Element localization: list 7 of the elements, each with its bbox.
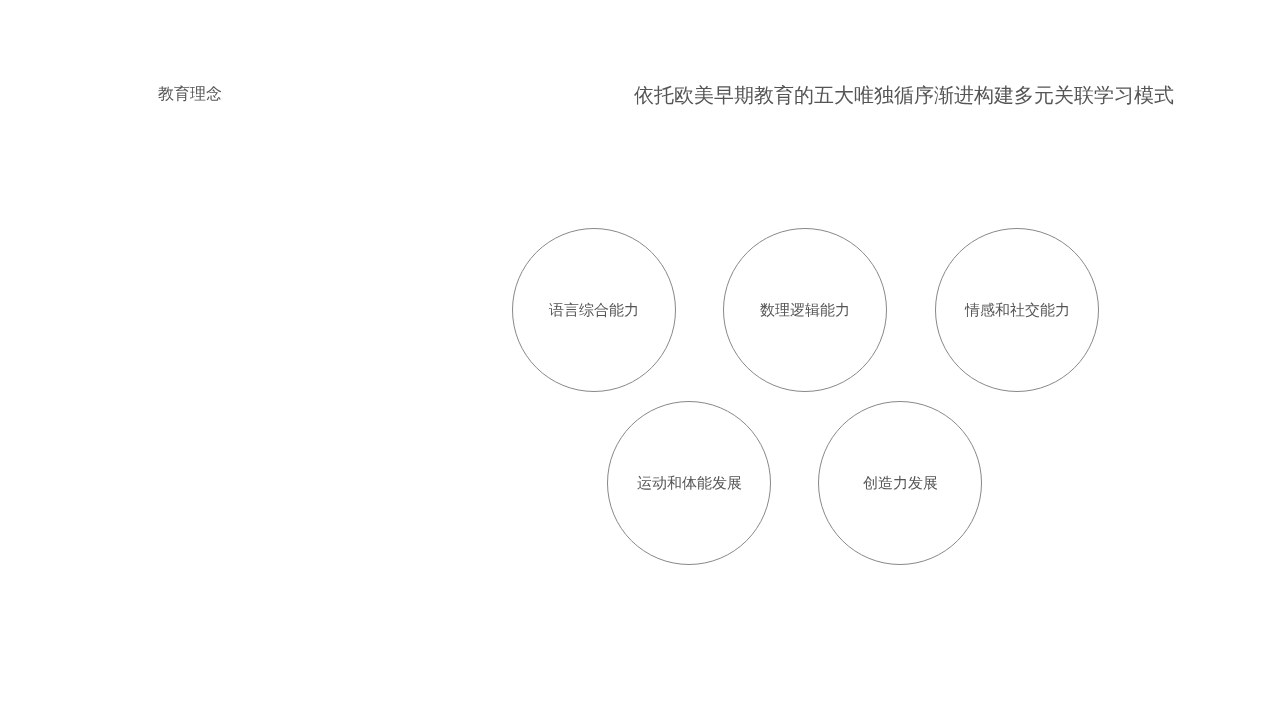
node-label: 运动和体能发展: [636, 474, 742, 492]
node-label: 数理逻辑能力: [760, 301, 850, 319]
title: 依托欧美早期教育的五大唯独循序渐进构建多元关联学习模式: [634, 82, 1174, 109]
node-label: 语言综合能力: [549, 301, 639, 319]
node-label: 创造力发展: [862, 474, 938, 492]
section-heading: 教育理念: [158, 84, 222, 105]
node-label: 情感和社交能力: [964, 301, 1070, 319]
